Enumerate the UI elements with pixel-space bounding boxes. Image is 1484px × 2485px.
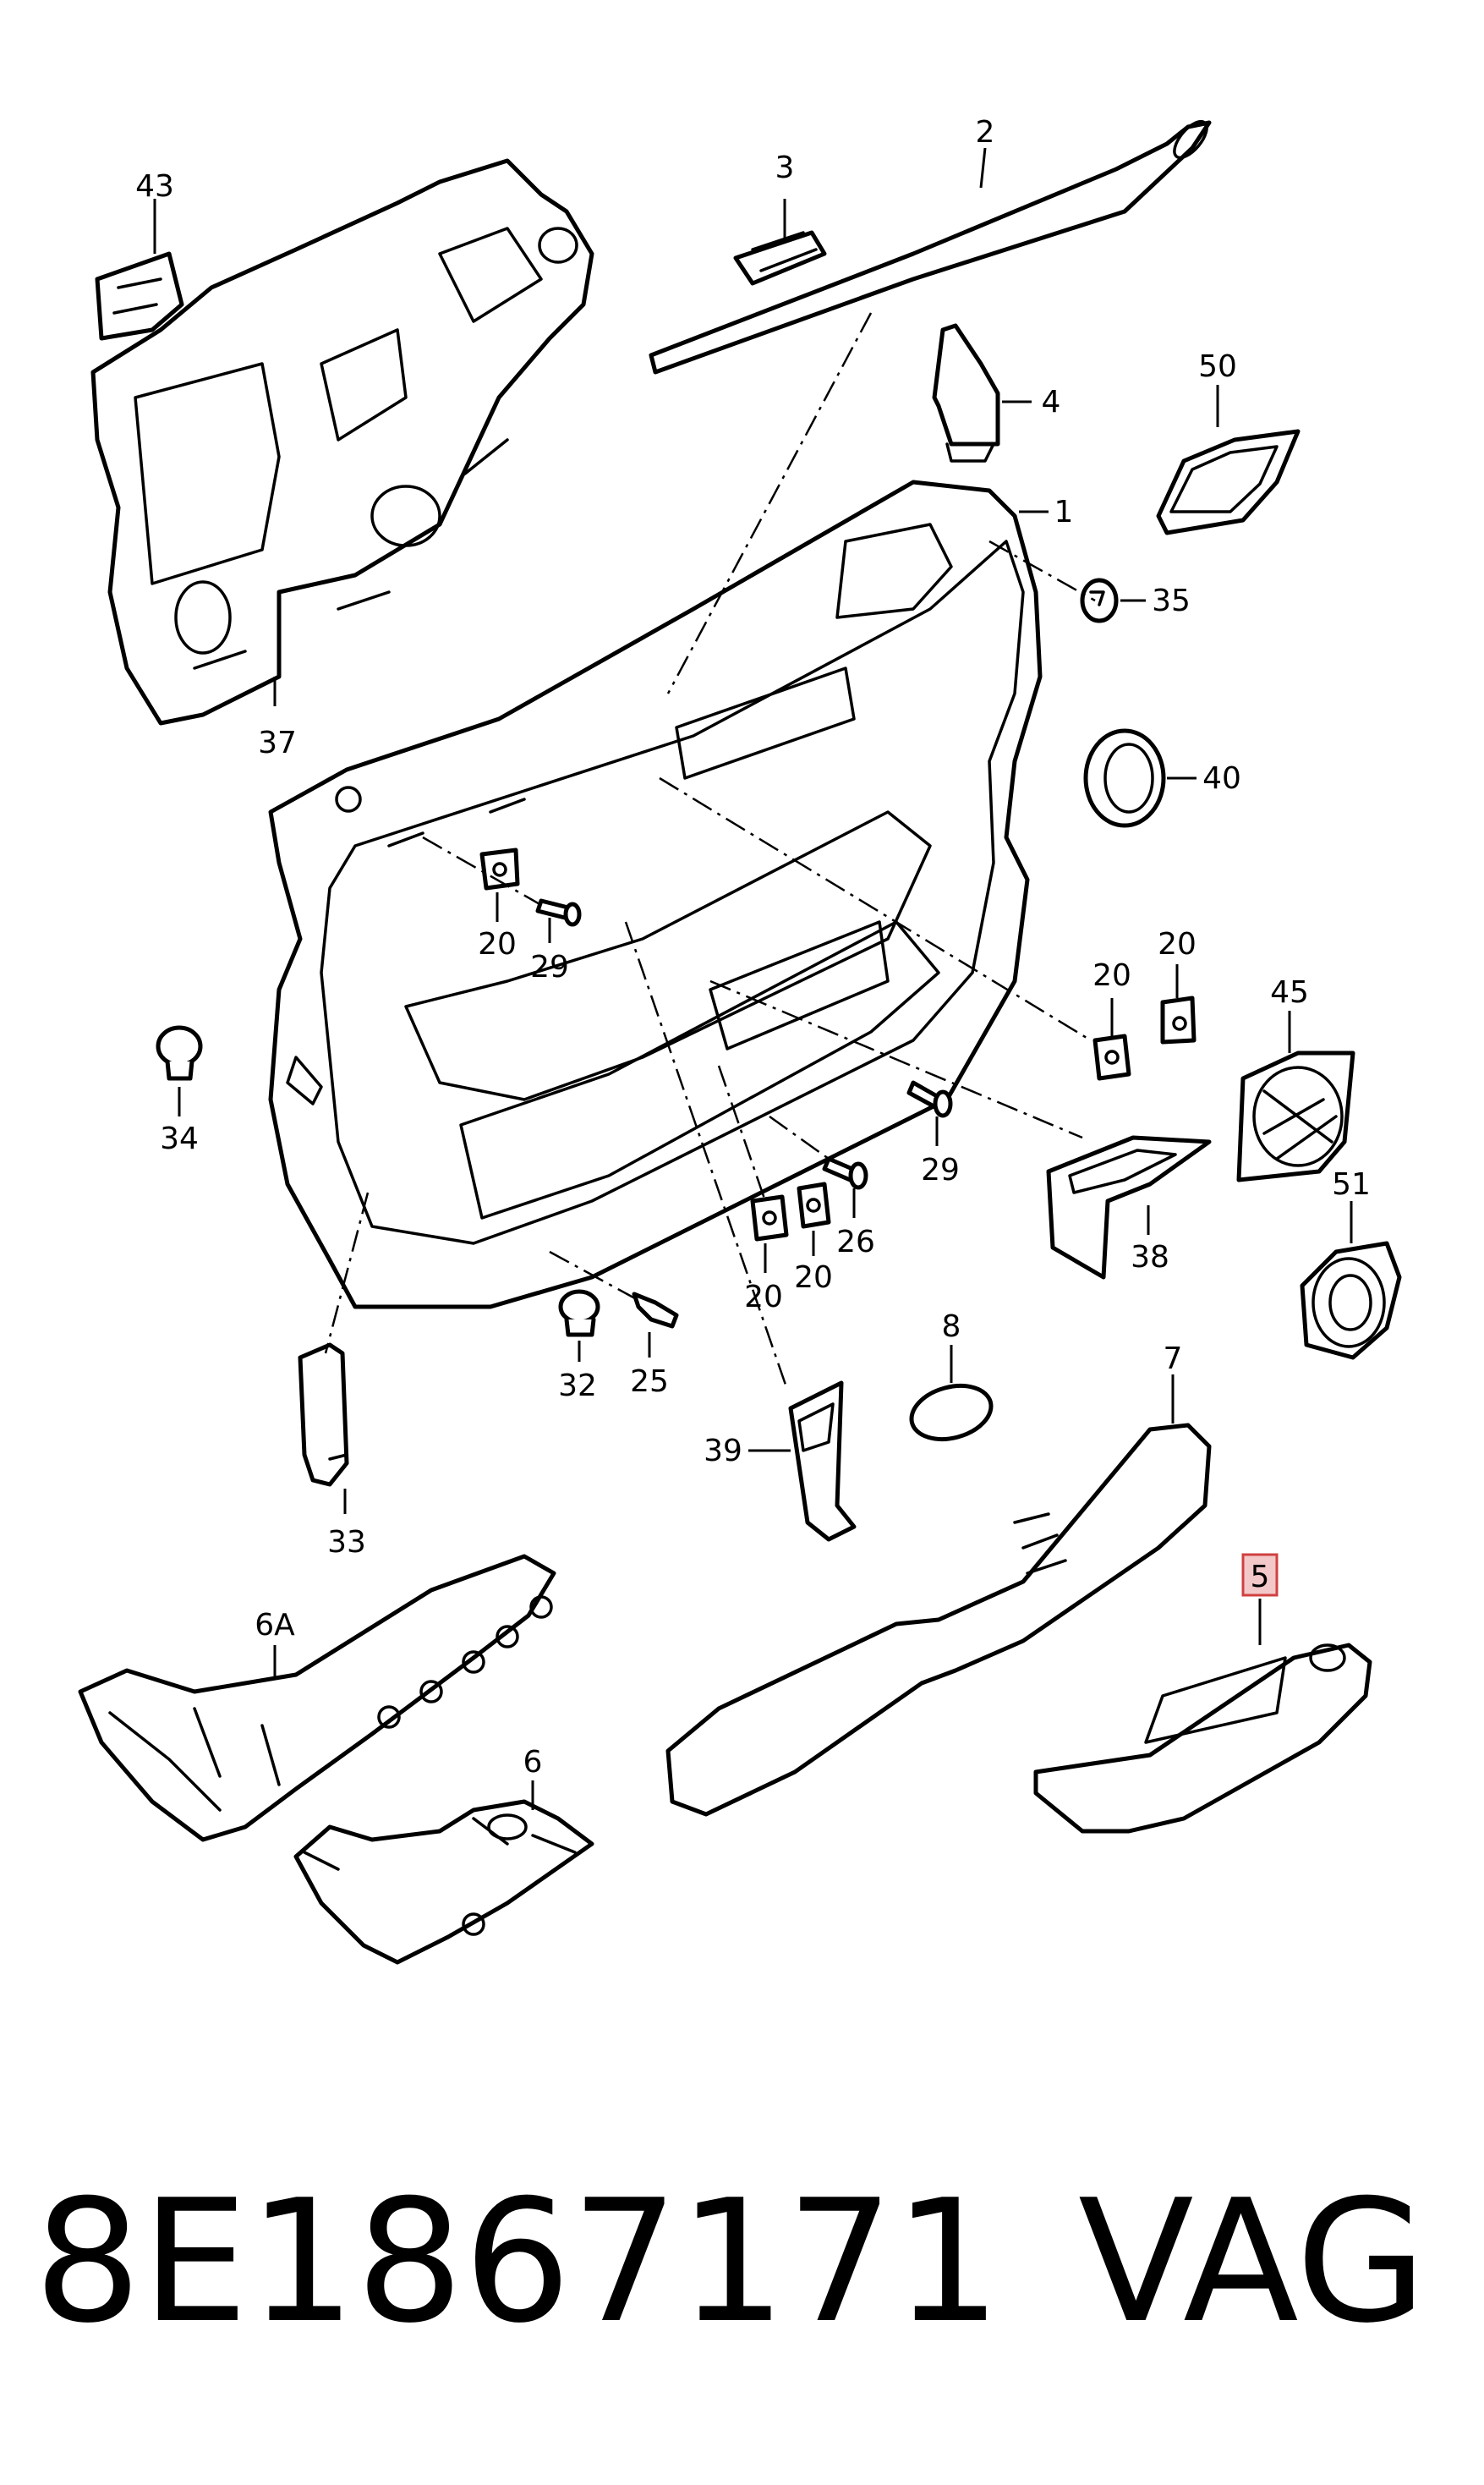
- part-39-bracket: [788, 1380, 857, 1542]
- callout-35: 35: [1152, 584, 1191, 618]
- part-20-clip-lower-2: [797, 1182, 831, 1229]
- assembly-line-2: [666, 312, 873, 694]
- part-34-button-cap: [156, 1025, 203, 1081]
- callout-43: 43: [135, 169, 174, 204]
- assembly-line-29-upper: [422, 836, 542, 907]
- callout-26: 26: [836, 1225, 875, 1259]
- leader-2: [979, 147, 987, 189]
- callout-1: 1: [1054, 495, 1074, 529]
- callout-20-upper: 20: [478, 927, 517, 962]
- callout-38: 38: [1131, 1240, 1169, 1275]
- part-20-clip-right-1: [1092, 1034, 1131, 1081]
- part-number: 8E1867171: [34, 2164, 1002, 2361]
- callout-39: 39: [704, 1434, 742, 1468]
- part-45-speaker-grille: [1236, 1051, 1355, 1182]
- callout-33: 33: [327, 1525, 366, 1560]
- callout-29-lower: 29: [921, 1153, 960, 1188]
- callout-6: 6: [523, 1745, 543, 1780]
- part-50-grille-frame: [1156, 429, 1301, 535]
- part-20-clip-upper: [479, 848, 520, 891]
- part-26-screw: [822, 1156, 868, 1190]
- assembly-line-38: [709, 979, 1083, 1139]
- callout-32: 32: [558, 1369, 597, 1403]
- callout-5: 5: [1251, 1560, 1270, 1594]
- callout-7: 7: [1164, 1341, 1183, 1376]
- callout-37: 37: [258, 726, 297, 760]
- part-3-clip: [733, 230, 827, 286]
- assembly-line-20-lower: [717, 1065, 767, 1202]
- part-2-trim-strip: [649, 119, 1212, 375]
- callout-51: 51: [1332, 1167, 1371, 1202]
- callout-8: 8: [942, 1309, 961, 1344]
- callout-40: 40: [1202, 761, 1241, 796]
- callout-20-right-1: 20: [1092, 958, 1131, 993]
- part-29-screw-lower: [906, 1080, 953, 1118]
- part-1-door-panel: [268, 480, 1043, 1309]
- part-43-insulation-sheet: [90, 158, 594, 726]
- part-51-speaker: [1300, 1241, 1402, 1360]
- brand-name: VAG: [1078, 2164, 1427, 2361]
- part-6-lower-carrier: [293, 1799, 594, 1965]
- part-20-clip-lower-1: [750, 1194, 789, 1242]
- assembly-line-35: [988, 540, 1096, 602]
- assembly-line-39: [624, 921, 788, 1388]
- highlight-marker-5: [1241, 1553, 1279, 1597]
- callout-3: 3: [775, 151, 795, 185]
- callout-4: 4: [1042, 385, 1061, 420]
- callout-20-lower-1: 20: [744, 1280, 783, 1314]
- callout-50: 50: [1198, 349, 1237, 384]
- callout-29-upper: 29: [530, 950, 569, 985]
- callout-25: 25: [630, 1364, 669, 1399]
- callout-20-right-2: 20: [1158, 927, 1197, 962]
- part-4-trim-cap: [932, 323, 1000, 463]
- callout-45: 45: [1270, 975, 1309, 1010]
- part-20-clip-right-2: [1160, 996, 1197, 1045]
- part-32-grommet: [558, 1289, 600, 1337]
- part-8-oval-plug: [909, 1383, 994, 1442]
- part-38-switch-bezel: [1046, 1135, 1212, 1280]
- part-6A-armrest-carrier: [78, 1554, 556, 1842]
- part-25-expansion-clip: [632, 1292, 679, 1329]
- part-40-speaker-ring: [1083, 728, 1166, 828]
- callout-2: 2: [976, 115, 995, 150]
- assembly-line-33: [324, 1192, 370, 1354]
- part-29-screw-upper: [535, 898, 582, 927]
- assembly-line-26: [769, 1115, 830, 1160]
- part-5-armrest-insert: [1033, 1643, 1372, 1834]
- part-33-pull-cup: [298, 1342, 349, 1487]
- callout-6A: 6A: [255, 1608, 295, 1643]
- part-35-push-clip: [1080, 578, 1119, 623]
- assembly-line-20-right: [659, 776, 1092, 1042]
- callout-34: 34: [160, 1122, 199, 1156]
- part-7-armrest: [665, 1423, 1212, 1817]
- callout-20-lower-2: 20: [794, 1260, 833, 1295]
- assembly-line-32-25: [549, 1250, 643, 1304]
- part-number-footer: 8E1867171 VAG: [34, 2165, 1463, 2360]
